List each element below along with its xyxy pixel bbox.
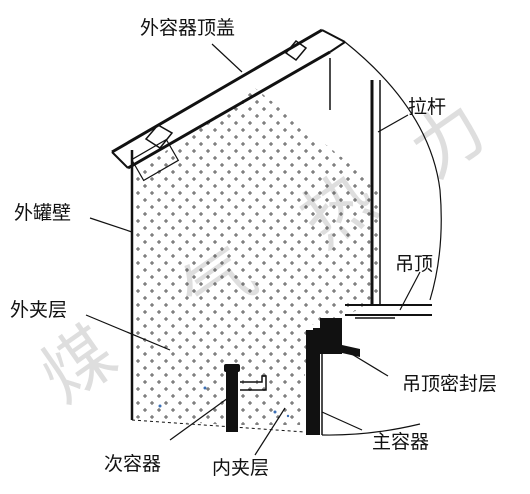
deck-seal [313, 318, 360, 357]
leader-outer-roof [211, 43, 243, 73]
leader-inner-interlayer [254, 407, 286, 456]
secondary-container-wall [226, 370, 238, 432]
secondary-container-cap [224, 364, 240, 372]
label-suspended-deck: 吊顶 [395, 253, 433, 275]
accent-specks [158, 386, 290, 418]
label-outer-interlayer: 外夹层 [10, 299, 67, 321]
leader-outer-interlayer [85, 314, 171, 351]
label-outer-roof: 外容器顶盖 [140, 17, 235, 39]
outer-roof [111, 28, 346, 182]
leader-lines [85, 43, 421, 456]
roof-knuckle-arc [344, 41, 442, 301]
suspended-deck [345, 304, 432, 319]
main-container-bottom-arc [321, 423, 421, 436]
secondary-container-bracket [240, 375, 267, 391]
main-container-wall [306, 330, 320, 435]
leader-outer-wall [89, 217, 133, 233]
leader-deck [399, 271, 421, 311]
label-main-container: 主容器 [372, 431, 429, 453]
label-deck-seal: 吊顶密封层 [402, 373, 497, 395]
outer-bottom [131, 419, 306, 433]
label-outer-wall: 外罐壁 [14, 202, 71, 224]
label-secondary-container: 次容器 [104, 453, 161, 475]
label-tie-rod: 拉杆 [408, 96, 446, 118]
leader-deck-seal [344, 349, 389, 377]
leader-main [321, 411, 363, 431]
leader-tie-rod [377, 114, 409, 133]
outer-interlayer-fill [132, 88, 380, 425]
label-inner-interlayer: 内夹层 [212, 457, 269, 479]
leader-secondary [169, 397, 229, 441]
